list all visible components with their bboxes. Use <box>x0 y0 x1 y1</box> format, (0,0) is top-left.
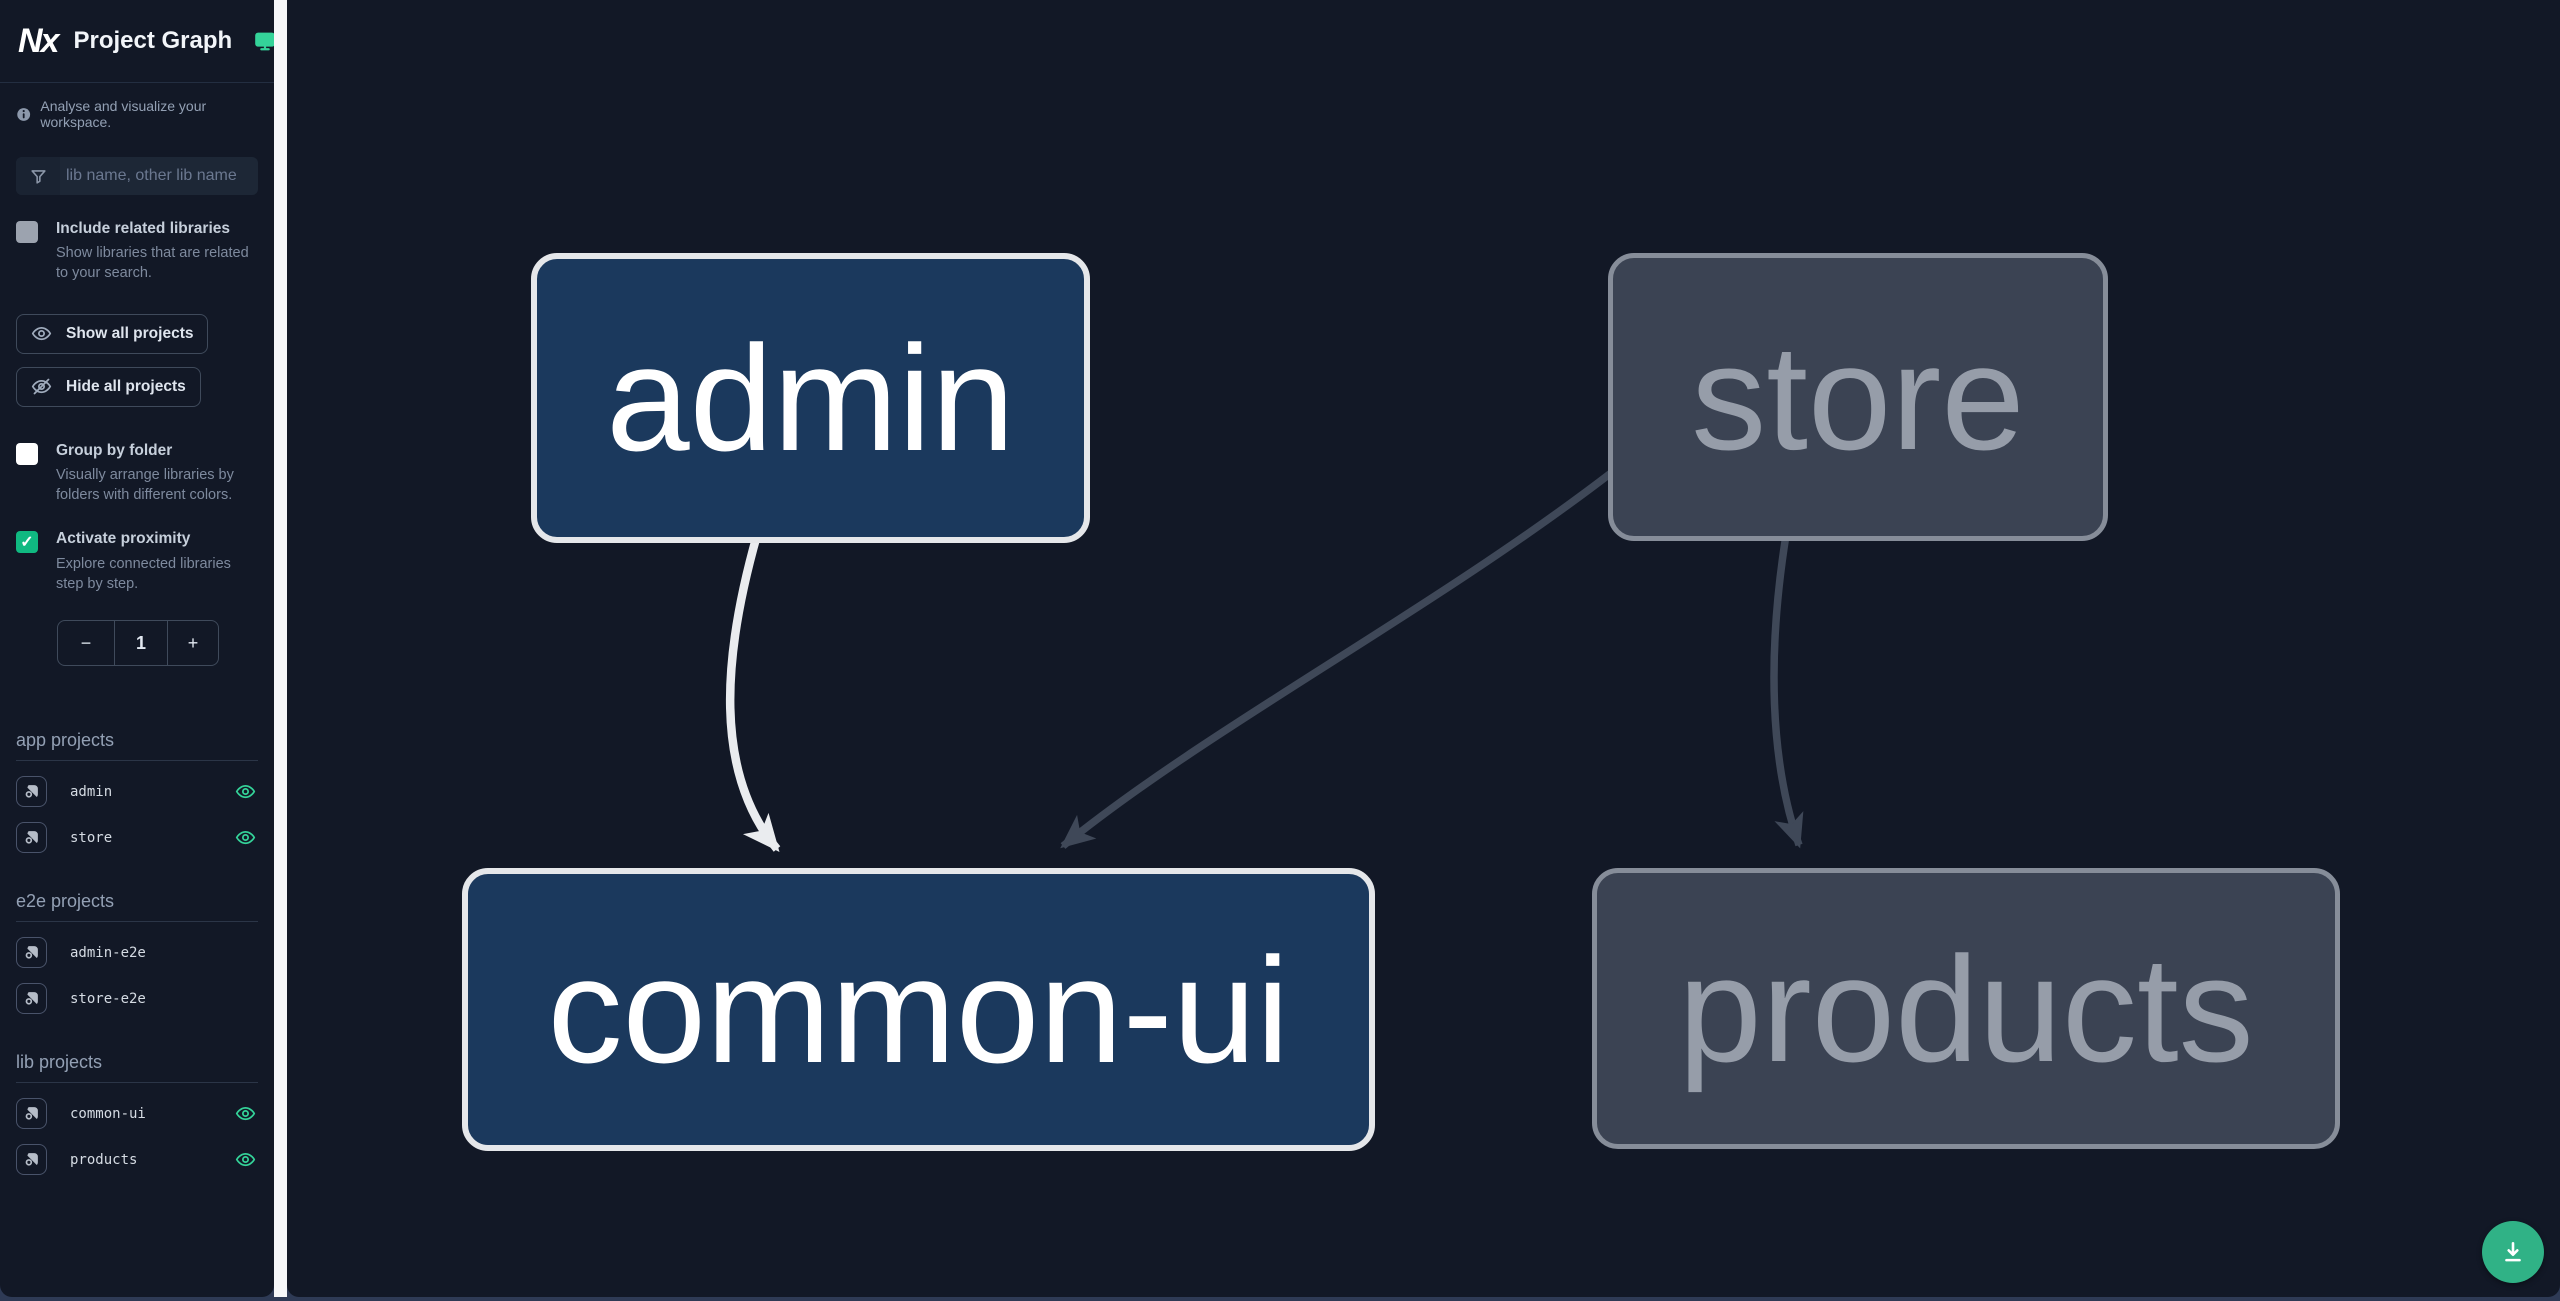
project-row-admin-e2e: admin-e2e <box>16 937 258 969</box>
show-all-projects-button[interactable]: Show all projects <box>16 313 209 354</box>
section-title: e2e projects <box>16 891 115 912</box>
edge-store-to-products <box>1770 534 1804 849</box>
activate-proximity-toggle: ✓ Activate proximity Explore connected l… <box>16 529 258 594</box>
proximity-decrement-button[interactable]: − <box>58 621 115 666</box>
section-e2e-projects: e2e projects admin-e2e <box>0 891 274 1015</box>
project-name: store <box>70 829 113 846</box>
horizontal-scrollbar[interactable] <box>0 1295 2560 1301</box>
sidebar-scrollbar[interactable] <box>274 0 287 1297</box>
activate-proximity-description: Explore connected libraries step by step… <box>56 555 231 592</box>
toggle-visibility-eye-icon[interactable] <box>235 1149 256 1170</box>
section-title: app projects <box>16 730 115 751</box>
graph-node-common-ui[interactable]: common-ui <box>462 868 1375 1151</box>
proximity-stepper: − 1 + <box>57 620 219 667</box>
focus-project-button[interactable] <box>16 1144 47 1176</box>
project-name: admin <box>70 783 113 800</box>
graph-node-store[interactable]: store <box>1608 253 2108 541</box>
download-icon <box>2505 1242 2521 1262</box>
graph-edges <box>725 470 1804 853</box>
show-all-label: Show all projects <box>66 324 194 342</box>
node-label: admin <box>606 314 1015 482</box>
focus-project-icon <box>25 785 38 798</box>
toggle-visibility-eye-icon[interactable] <box>235 1103 256 1124</box>
sidebar-header: Nx Project Graph <box>0 0 274 83</box>
hide-all-projects-button[interactable]: Hide all projects <box>16 366 201 407</box>
project-row-common-ui: common-ui <box>16 1098 258 1130</box>
graph-canvas[interactable]: admin store common-ui products <box>287 0 2560 1297</box>
project-row-admin: admin <box>16 776 258 808</box>
project-name: admin-e2e <box>70 944 146 961</box>
focus-project-button[interactable] <box>16 983 47 1015</box>
info-icon <box>17 107 31 121</box>
section-app-projects: app projects admin <box>0 730 274 854</box>
download-image-button[interactable] <box>2482 1221 2544 1283</box>
section-divider <box>16 1082 258 1084</box>
proximity-increment-button[interactable]: + <box>167 621 218 666</box>
workspace-tagline: Analyse and visualize your workspace. <box>16 98 258 130</box>
project-row-store-e2e: store-e2e <box>16 983 258 1015</box>
page-title: Project Graph <box>73 27 233 54</box>
section-title: lib projects <box>16 1052 103 1073</box>
activate-proximity-checkbox[interactable]: ✓ <box>16 531 38 554</box>
section-lib-projects: lib projects common-ui <box>0 1052 274 1176</box>
graph-node-admin[interactable]: admin <box>531 253 1090 543</box>
section-divider <box>16 760 258 762</box>
graph-node-products[interactable]: products <box>1592 868 2340 1149</box>
include-related-checkbox[interactable] <box>16 221 38 243</box>
group-by-folder-label: Group by folder <box>56 441 173 459</box>
focus-project-button[interactable] <box>16 1098 47 1130</box>
sidebar: Nx Project Graph Analyse and visualize y… <box>0 0 274 1297</box>
include-related-toggle: Include related libraries Show libraries… <box>16 219 258 284</box>
proximity-value: 1 <box>135 632 146 653</box>
toggle-visibility-eye-icon[interactable] <box>235 781 256 802</box>
project-row-products: products <box>16 1144 258 1176</box>
group-by-folder-toggle: Group by folder Visually arrange librari… <box>16 441 258 506</box>
monitor-icon <box>254 30 274 52</box>
project-name: common-ui <box>70 1105 146 1122</box>
toggle-visibility-eye-icon[interactable] <box>235 827 256 848</box>
edge-admin-to-common-ui <box>725 533 781 853</box>
focus-project-button[interactable] <box>16 822 47 854</box>
activate-proximity-label: Activate proximity <box>56 530 191 548</box>
project-row-store: store <box>16 822 258 854</box>
section-divider <box>16 921 258 923</box>
hide-all-label: Hide all projects <box>66 377 186 395</box>
tagline-text: Analyse and visualize your workspace. <box>40 98 207 130</box>
group-by-folder-checkbox[interactable] <box>16 442 38 465</box>
project-name: store-e2e <box>70 990 146 1007</box>
focus-project-icon <box>25 831 38 844</box>
include-related-label: Include related libraries <box>56 220 231 237</box>
eye-off-icon <box>31 378 52 395</box>
include-related-description: Show libraries that are related to your … <box>56 245 249 282</box>
project-name: products <box>70 1151 138 1168</box>
focus-project-button[interactable] <box>16 937 47 969</box>
focus-project-button[interactable] <box>16 776 47 808</box>
focus-project-icon <box>25 992 38 1005</box>
eye-icon <box>31 327 52 341</box>
node-label: store <box>1691 313 2025 481</box>
filter-icon <box>16 157 60 195</box>
group-by-folder-description: Visually arrange libraries by folders wi… <box>56 466 234 504</box>
focus-project-icon <box>25 946 38 959</box>
search-box <box>16 157 258 195</box>
focus-project-icon <box>25 1107 38 1120</box>
node-label: products <box>1678 924 2254 1093</box>
search-input[interactable] <box>60 167 258 185</box>
edge-store-to-common-ui <box>1060 470 1614 849</box>
focus-project-icon <box>25 1153 38 1166</box>
node-label: common-ui <box>547 925 1290 1094</box>
nx-logo: Nx <box>18 21 59 60</box>
check-icon: ✓ <box>20 534 34 552</box>
